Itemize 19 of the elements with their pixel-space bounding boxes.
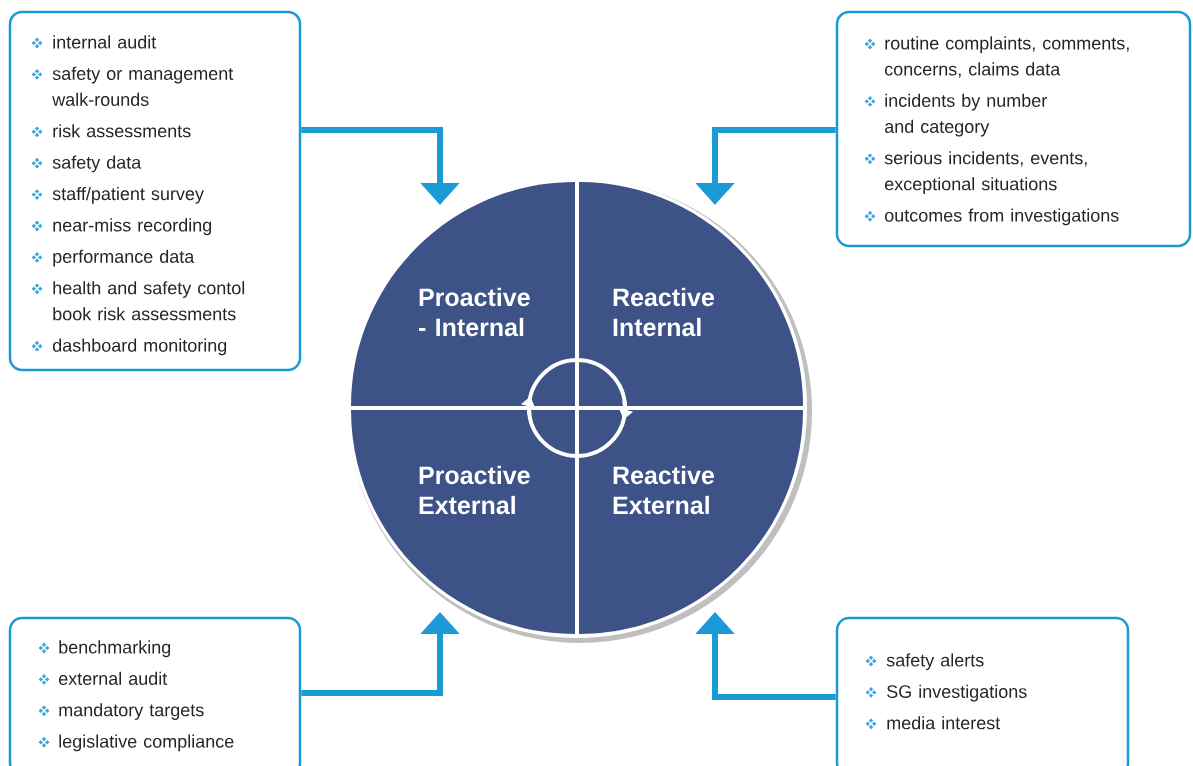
list-item-text: media interest: [887, 716, 1001, 730]
quadrant: Reactive External: [579, 410, 803, 634]
list-item-text: benchmarking: [59, 640, 171, 658]
quadrant: Proactive - Internal: [351, 182, 575, 406]
list-item-text: safety data: [52, 155, 142, 173]
list-item-text: near-miss recording: [53, 218, 212, 236]
list-item-text: staff/patient survey: [52, 186, 204, 204]
list-item-text: outcomes from investigations: [884, 208, 1119, 226]
list-item-text: mandatory targets: [59, 703, 204, 720]
list-item-text: external audit: [58, 671, 168, 685]
list-item-text: risk assessments: [53, 124, 191, 138]
list-item-text: SG investigations: [887, 684, 1027, 702]
quadrant: Proactive External: [351, 410, 575, 634]
list-item-text: performance data: [53, 249, 195, 267]
list-item-text: legislative compliance: [59, 734, 234, 752]
list-item-text: internal audit: [53, 35, 157, 49]
list-item-text: dashboard monitoring: [52, 338, 227, 356]
list-item-text: safety alerts: [886, 653, 984, 671]
quadrant: Reactive Internal: [579, 182, 803, 406]
